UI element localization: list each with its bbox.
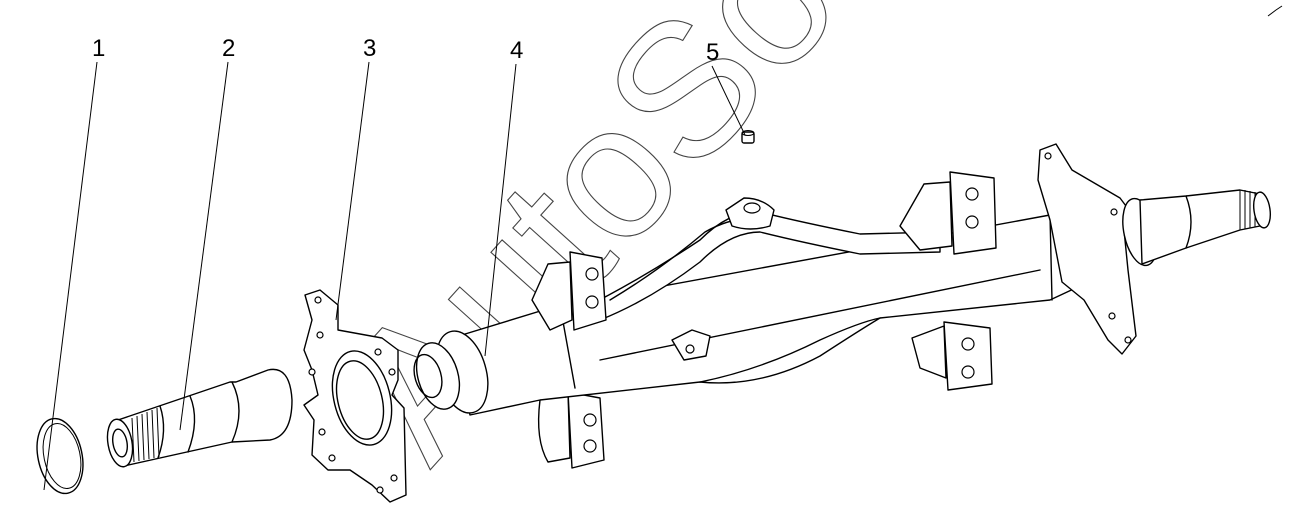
part-1-seal-ring [36, 417, 84, 495]
part-3-flange-plate [303, 289, 407, 503]
splines [131, 407, 160, 463]
leader-1 [43, 61, 98, 491]
part-2-hub-shaft [106, 368, 293, 468]
leader-4 [484, 63, 517, 357]
leader-3 [335, 61, 370, 321]
leader-lines [43, 61, 746, 491]
callout-3: 3 [363, 35, 376, 62]
corner-mark [1267, 5, 1283, 17]
callout-2: 2 [222, 35, 235, 62]
leader-2 [179, 61, 229, 431]
callout-numbers: 1 2 3 4 5 [92, 35, 719, 66]
rear-flange-bolt-holes [1044, 152, 1132, 344]
callout-4: 4 [510, 37, 523, 64]
flange-bolt-holes [308, 296, 398, 494]
leader-5 [711, 65, 746, 136]
callout-1: 1 [92, 35, 105, 62]
part-4-axle-housing [413, 143, 1272, 469]
rear-splines [1239, 190, 1256, 230]
callout-5: 5 [706, 39, 719, 66]
